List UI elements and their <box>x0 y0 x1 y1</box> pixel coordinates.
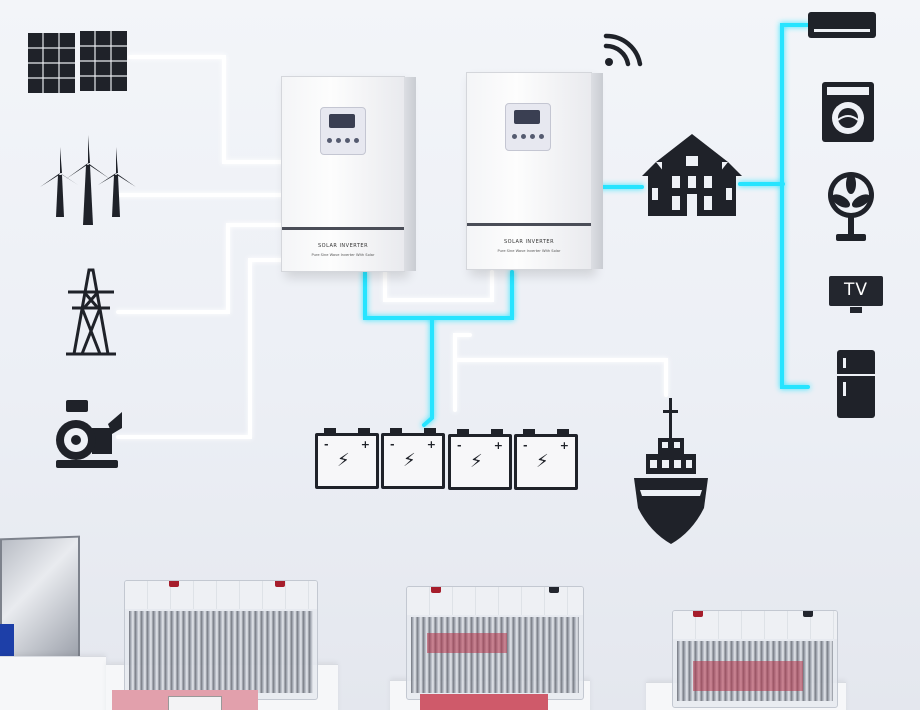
plus-sign: + <box>426 438 436 451</box>
solar-panel-icon <box>28 31 127 93</box>
inverter-2: SOLAR INVERTER Pure Sine Wave Inverter W… <box>466 72 603 270</box>
battery-icon: - + ⚡ <box>381 428 445 489</box>
display-shelf <box>0 656 106 710</box>
bolt-icon: ⚡ <box>337 450 350 471</box>
bolt-icon: ⚡ <box>536 451 549 472</box>
battery-base <box>420 694 548 710</box>
lcd-panel <box>320 107 366 155</box>
lead-acid-battery <box>124 580 318 700</box>
bolt-icon: ⚡ <box>470 451 483 472</box>
fridge-icon <box>837 350 875 418</box>
minus-sign: - <box>457 439 462 452</box>
air-conditioner-icon <box>808 12 876 38</box>
tv-label: TV <box>843 280 868 300</box>
inverter-sublabel: Pure Sine Wave Inverter With Solar <box>497 249 561 253</box>
battery-icon: - + ⚡ <box>315 428 379 489</box>
white-wires <box>116 55 668 439</box>
generator-icon <box>56 400 122 468</box>
inverter-1: SOLAR INVERTER Pure Sine Wave Inverter W… <box>281 76 416 272</box>
minus-sign: - <box>523 439 528 452</box>
lead-acid-battery <box>672 610 838 708</box>
minus-sign: - <box>324 438 329 451</box>
lead-acid-battery <box>406 586 584 700</box>
battery-icon: - + ⚡ <box>448 429 512 490</box>
washing-machine-icon <box>822 82 874 142</box>
inverter-label: SOLAR INVERTER <box>503 239 555 245</box>
tv-icon: TV <box>829 276 883 313</box>
power-tower-icon <box>66 268 116 356</box>
bolt-icon: ⚡ <box>403 450 416 471</box>
battery-icon: - + ⚡ <box>514 429 578 490</box>
plus-sign: + <box>493 439 503 452</box>
fan-icon <box>828 172 874 241</box>
house-icon <box>642 134 742 216</box>
plus-sign: + <box>559 439 569 452</box>
minus-sign: - <box>390 438 395 451</box>
inverter-label: SOLAR INVERTER <box>317 243 369 249</box>
wifi-icon <box>603 33 643 67</box>
wind-turbine-icon <box>40 135 136 225</box>
plus-sign: + <box>360 438 370 451</box>
cyan-wires <box>363 23 810 427</box>
ship-icon <box>634 398 708 544</box>
inverter-sublabel: Pure Sine Wave Inverter With Solar <box>311 253 375 257</box>
battery-tag <box>168 696 222 710</box>
lcd-panel <box>505 103 551 151</box>
